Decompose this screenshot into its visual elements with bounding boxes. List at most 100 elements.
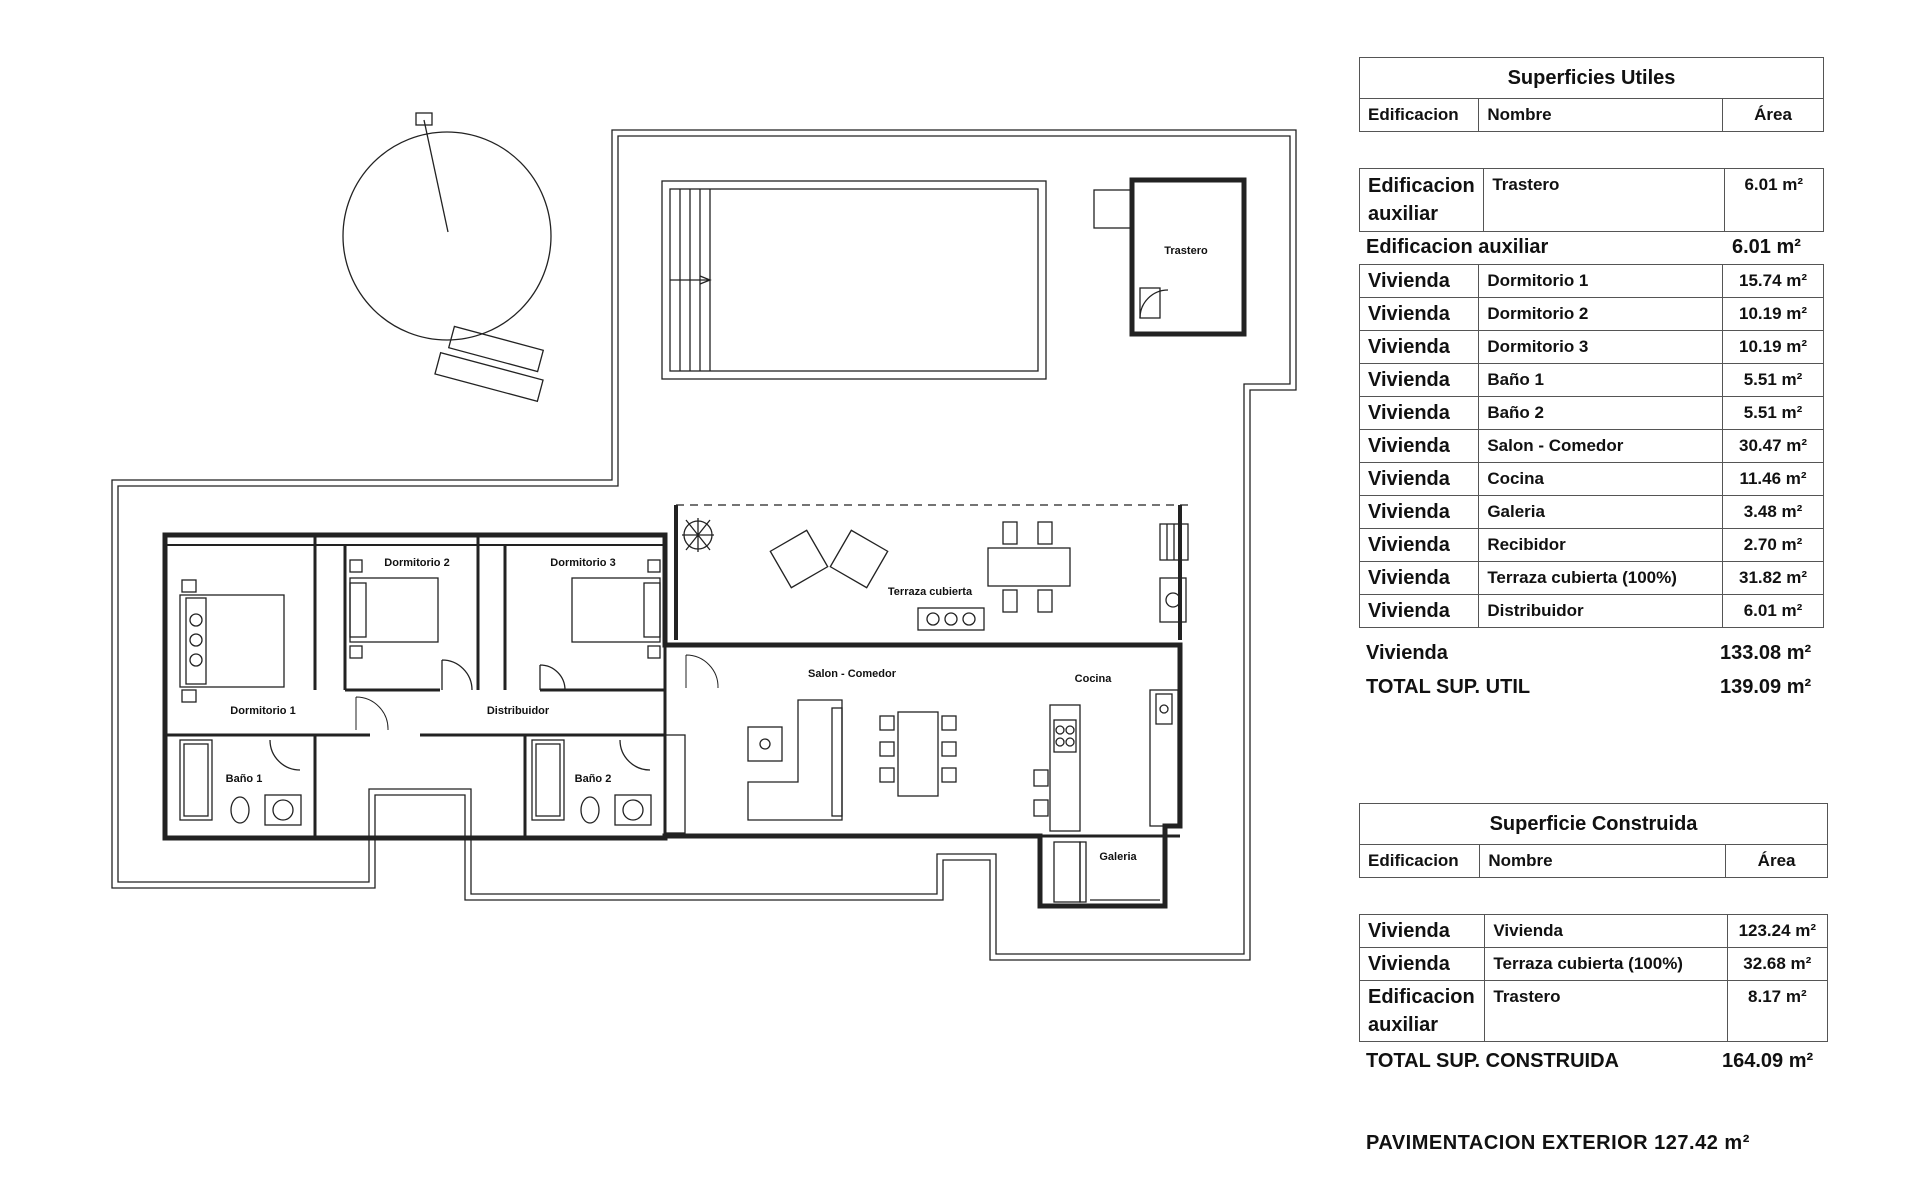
pavimentacion-exterior: PAVIMENTACION EXTERIOR 127.42 m²	[1366, 1132, 1750, 1154]
construida-header-table: Superficie Construida Edificacion Nombre…	[1358, 803, 1828, 878]
house-walls	[162, 532, 1183, 909]
cell-area: 15.74 m²	[1722, 264, 1824, 298]
cell-area: 6.01 m²	[1722, 594, 1824, 628]
galeria-fixtures	[1053, 841, 1160, 903]
cell-area: 32.68 m²	[1726, 947, 1829, 981]
room-label-bano-1: Baño 1	[226, 773, 263, 785]
cell-area: 11.46 m²	[1722, 462, 1824, 496]
bano-1-fixtures	[179, 739, 302, 826]
vivienda-subtotal-area: 133.08 m²	[1720, 642, 1812, 664]
utiles-col-nombre: Nombre	[1478, 98, 1724, 132]
cell-edificacion: Vivienda	[1358, 947, 1486, 981]
total-construida-area: 164.09 m²	[1722, 1050, 1814, 1072]
cell-edificacion: Vivienda	[1358, 528, 1480, 562]
total-construida-label: TOTAL SUP. CONSTRUIDA	[1366, 1050, 1619, 1072]
total-util-area: 139.09 m²	[1720, 676, 1812, 698]
covered-terrace	[674, 504, 1190, 640]
bano-2-fixtures	[531, 734, 686, 834]
total-util-label: TOTAL SUP. UTIL	[1366, 676, 1531, 698]
construida-col-nombre: Nombre	[1479, 844, 1727, 878]
cell-edificacion: Vivienda	[1358, 264, 1480, 298]
vivienda-subtotal-label: Vivienda	[1366, 642, 1448, 664]
cell-area: 6.01 m²	[1723, 168, 1824, 232]
cell-edificacion: Edificacion auxiliar	[1358, 980, 1486, 1042]
cell-area: 123.24 m²	[1726, 914, 1829, 948]
cell-nombre: Trastero	[1484, 980, 1728, 1042]
cell-nombre: Distribuidor	[1478, 594, 1724, 628]
utiles-header-table: Superficies Utiles Edificacion Nombre Ár…	[1358, 57, 1824, 132]
floor-plan: Trastero Dormitorio 2 Dormitorio 3 Terra…	[111, 112, 1297, 961]
cell-area: 30.47 m²	[1722, 429, 1824, 463]
room-label-cocina: Cocina	[1075, 673, 1113, 685]
bed-dormitorio-3	[539, 559, 661, 691]
utiles-aux-table: Edificacion auxiliar Trastero 6.01 m²	[1358, 168, 1824, 232]
cell-edificacion: Vivienda	[1358, 330, 1480, 364]
cell-nombre: Dormitorio 2	[1478, 297, 1724, 331]
room-label-trastero: Trastero	[1164, 245, 1208, 257]
cell-edificacion: Vivienda	[1358, 396, 1480, 430]
umbrella-table	[342, 112, 552, 403]
room-label-dormitorio-3: Dormitorio 3	[550, 557, 615, 569]
cell-edificacion: Vivienda	[1358, 297, 1480, 331]
construida-title: Superficie Construida	[1359, 803, 1828, 845]
room-label-terraza: Terraza cubierta	[888, 586, 973, 598]
utiles-title: Superficies Utiles	[1359, 57, 1824, 99]
kitchen-fixtures	[1033, 689, 1179, 832]
cell-edificacion: Vivienda	[1358, 594, 1480, 628]
cell-area: 10.19 m²	[1722, 297, 1824, 331]
cell-edificacion: Vivienda	[1358, 429, 1480, 463]
trastero-building	[1093, 177, 1247, 337]
aux-subtotal-area: 6.01 m²	[1732, 236, 1801, 258]
cell-nombre: Vivienda	[1484, 914, 1728, 948]
room-label-dormitorio-2: Dormitorio 2	[384, 557, 449, 569]
cell-area: 8.17 m²	[1726, 980, 1829, 1042]
cell-edificacion: Vivienda	[1358, 462, 1480, 496]
cell-nombre: Cocina	[1478, 462, 1724, 496]
cell-edificacion: Vivienda	[1358, 363, 1480, 397]
cell-nombre: Salon - Comedor	[1478, 429, 1724, 463]
salon-furniture	[747, 699, 957, 821]
construida-col-area: Área	[1725, 844, 1828, 878]
utiles-col-area: Área	[1722, 98, 1824, 132]
plot-outline	[111, 129, 1297, 961]
cell-nombre: Dormitorio 1	[1478, 264, 1724, 298]
construida-col-edificacion: Edificacion	[1358, 844, 1481, 878]
utiles-col-edificacion: Edificacion	[1358, 98, 1480, 132]
cell-edificacion: Edificacion auxiliar	[1358, 168, 1485, 232]
bed-dormitorio-2	[349, 559, 473, 691]
bed-dormitorio-1	[179, 579, 285, 703]
cell-area: 31.82 m²	[1722, 561, 1824, 595]
table-row: Edificacion auxiliar Trastero 6.01 m²	[1358, 168, 1824, 232]
cell-area: 2.70 m²	[1722, 528, 1824, 562]
cell-area: 10.19 m²	[1722, 330, 1824, 364]
cell-edificacion: Vivienda	[1358, 914, 1486, 948]
room-label-dormitorio-1: Dormitorio 1	[230, 705, 295, 717]
cell-nombre: Baño 1	[1478, 363, 1724, 397]
cell-edificacion: Vivienda	[1358, 561, 1480, 595]
room-label-salon: Salon - Comedor	[808, 668, 897, 680]
room-label-bano-2: Baño 2	[575, 773, 612, 785]
cell-edificacion: Vivienda	[1358, 495, 1480, 529]
room-label-galeria: Galeria	[1099, 851, 1137, 863]
pool	[661, 180, 1047, 380]
cell-nombre: Baño 2	[1478, 396, 1724, 430]
cell-nombre: Terraza cubierta (100%)	[1478, 561, 1724, 595]
cell-nombre: Dormitorio 3	[1478, 330, 1724, 364]
aux-subtotal-label: Edificacion auxiliar	[1366, 236, 1549, 258]
